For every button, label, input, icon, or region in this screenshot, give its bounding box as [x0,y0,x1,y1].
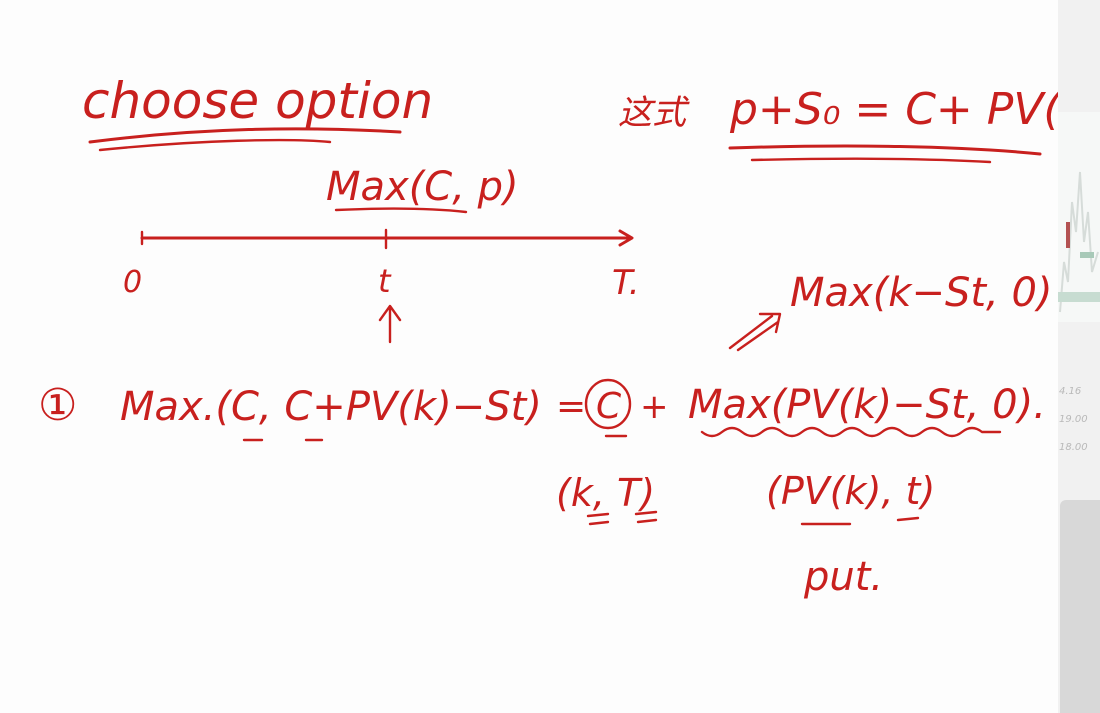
circle-marker: ① [38,380,77,431]
put-params-underline-t [896,516,920,522]
parity-underline-2 [750,157,992,164]
side-card[interactable] [1060,500,1100,713]
heading-underline-2 [98,138,332,152]
equals-sign: = [556,386,586,427]
heading-text: choose option [82,72,433,130]
side-panel: 4.16 19.00 18.00 [1058,0,1100,713]
timeline-mid-label: t [378,262,392,300]
side-number-2: 19.00 [1059,414,1088,425]
call-params: (k, T) [556,471,655,515]
call-params-mark-k-1 [586,512,610,518]
max-put-payoff: Max(k−St, 0) [790,270,1053,316]
call-letter: C [596,386,622,427]
formula-label: 这式 [618,93,690,133]
call-params-mark-t-1 [634,510,658,516]
call-params-mark-k-2 [588,520,610,526]
parity-underline [728,144,1042,156]
put-label: put. [803,554,883,600]
max-cp-text: Max(C, p) [326,164,519,210]
side-number-1: 4.16 [1059,386,1082,397]
plus-sign: + [640,387,669,427]
side-mini-chart [1058,112,1100,322]
call-circle [584,378,632,430]
implication-arrow [728,312,782,352]
side-number-3: 18.00 [1059,442,1088,453]
up-arrow [378,304,402,344]
wavy-underline [700,426,1002,438]
timeline-arrowhead [618,229,634,247]
equation-left: Max.(C, C+PV(k)−St) [120,384,542,430]
equation-right: Max(PV(k)−St, 0). [688,382,1046,428]
timeline-start-label: 0 [123,265,142,300]
call-params-mark-t-2 [636,518,658,524]
parity-formula: p+S₀ = C+ PV(k) [729,84,1100,135]
max-cp-underline [334,207,468,214]
heading-underline [88,127,402,144]
put-params: (PV(k), t) [766,469,935,513]
timeline-end-label: T. [612,263,640,303]
